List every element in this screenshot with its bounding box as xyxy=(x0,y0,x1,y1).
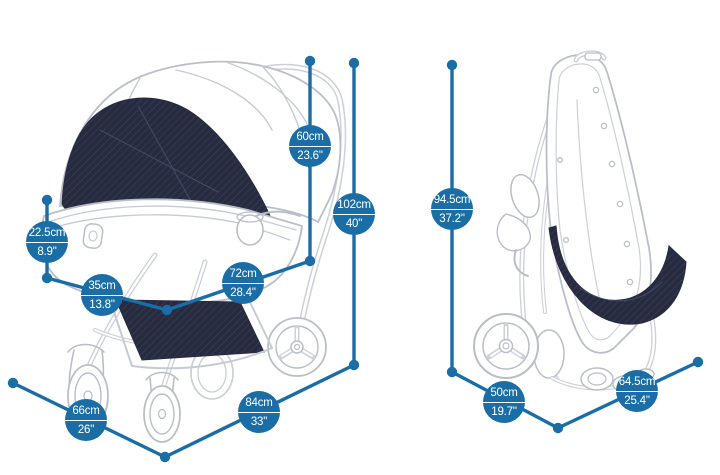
badge-cm-value: 50cm xyxy=(483,386,525,403)
badge-folded-depth: 64.5cm 25.4" xyxy=(616,370,658,412)
badge-inner-length: 72cm 28.4" xyxy=(222,262,264,304)
badge-inch-value: 28.4" xyxy=(230,287,256,299)
badge-cm-value: 66cm xyxy=(65,404,107,421)
badge-inch-value: 23.6" xyxy=(297,150,323,162)
folded-sling-fabric xyxy=(548,225,687,325)
badge-inch-value: 26" xyxy=(77,424,95,436)
badge-folded-width: 50cm 19.7" xyxy=(483,381,525,423)
stroller-handle-frame xyxy=(247,63,347,353)
badge-cm-value: 94.5cm xyxy=(431,193,473,210)
folded-handle xyxy=(573,50,607,63)
badge-cm-value: 22.5cm xyxy=(26,226,68,243)
badge-cm-value: 84cm xyxy=(238,396,280,413)
badge-cm-value: 72cm xyxy=(222,267,264,284)
folded-left-frame xyxy=(496,115,562,381)
badge-inch-value: 37.2" xyxy=(439,213,465,225)
badge-inch-value: 25.4" xyxy=(624,395,650,407)
folded-stroller-illustration xyxy=(473,50,687,393)
badge-inch-value: 33" xyxy=(250,416,268,428)
badge-front-width: 35cm 13.8" xyxy=(81,274,123,316)
dimension-end-dots xyxy=(7,55,704,463)
badge-base-width: 66cm 26" xyxy=(65,399,107,441)
badge-inch-value: 8.9" xyxy=(37,246,57,258)
bassinet-latch xyxy=(82,223,104,249)
front-right-wheel xyxy=(143,371,181,443)
badge-inch-value: 19.7" xyxy=(491,406,517,418)
badge-base-length: 84cm 33" xyxy=(238,391,280,433)
badge-cm-value: 60cm xyxy=(289,130,331,147)
badge-inch-value: 40" xyxy=(345,218,363,230)
badge-bassinet-depth: 22.5cm 8.9" xyxy=(26,221,68,263)
badge-overall-height: 102cm 40" xyxy=(333,193,375,235)
storage-basket xyxy=(107,293,273,370)
open-stroller-illustration xyxy=(40,60,347,443)
badge-canopy-height: 60cm 23.6" xyxy=(289,125,331,167)
cup-holder xyxy=(236,210,301,246)
panel-rivets xyxy=(556,86,634,286)
rear-wheel xyxy=(267,317,327,377)
badge-cm-value: 102cm xyxy=(333,198,375,215)
badge-folded-height: 94.5cm 37.2" xyxy=(431,188,473,230)
badge-cm-value: 64.5cm xyxy=(616,375,658,392)
badge-cm-value: 35cm xyxy=(81,279,123,296)
badge-inch-value: 13.8" xyxy=(89,299,115,311)
